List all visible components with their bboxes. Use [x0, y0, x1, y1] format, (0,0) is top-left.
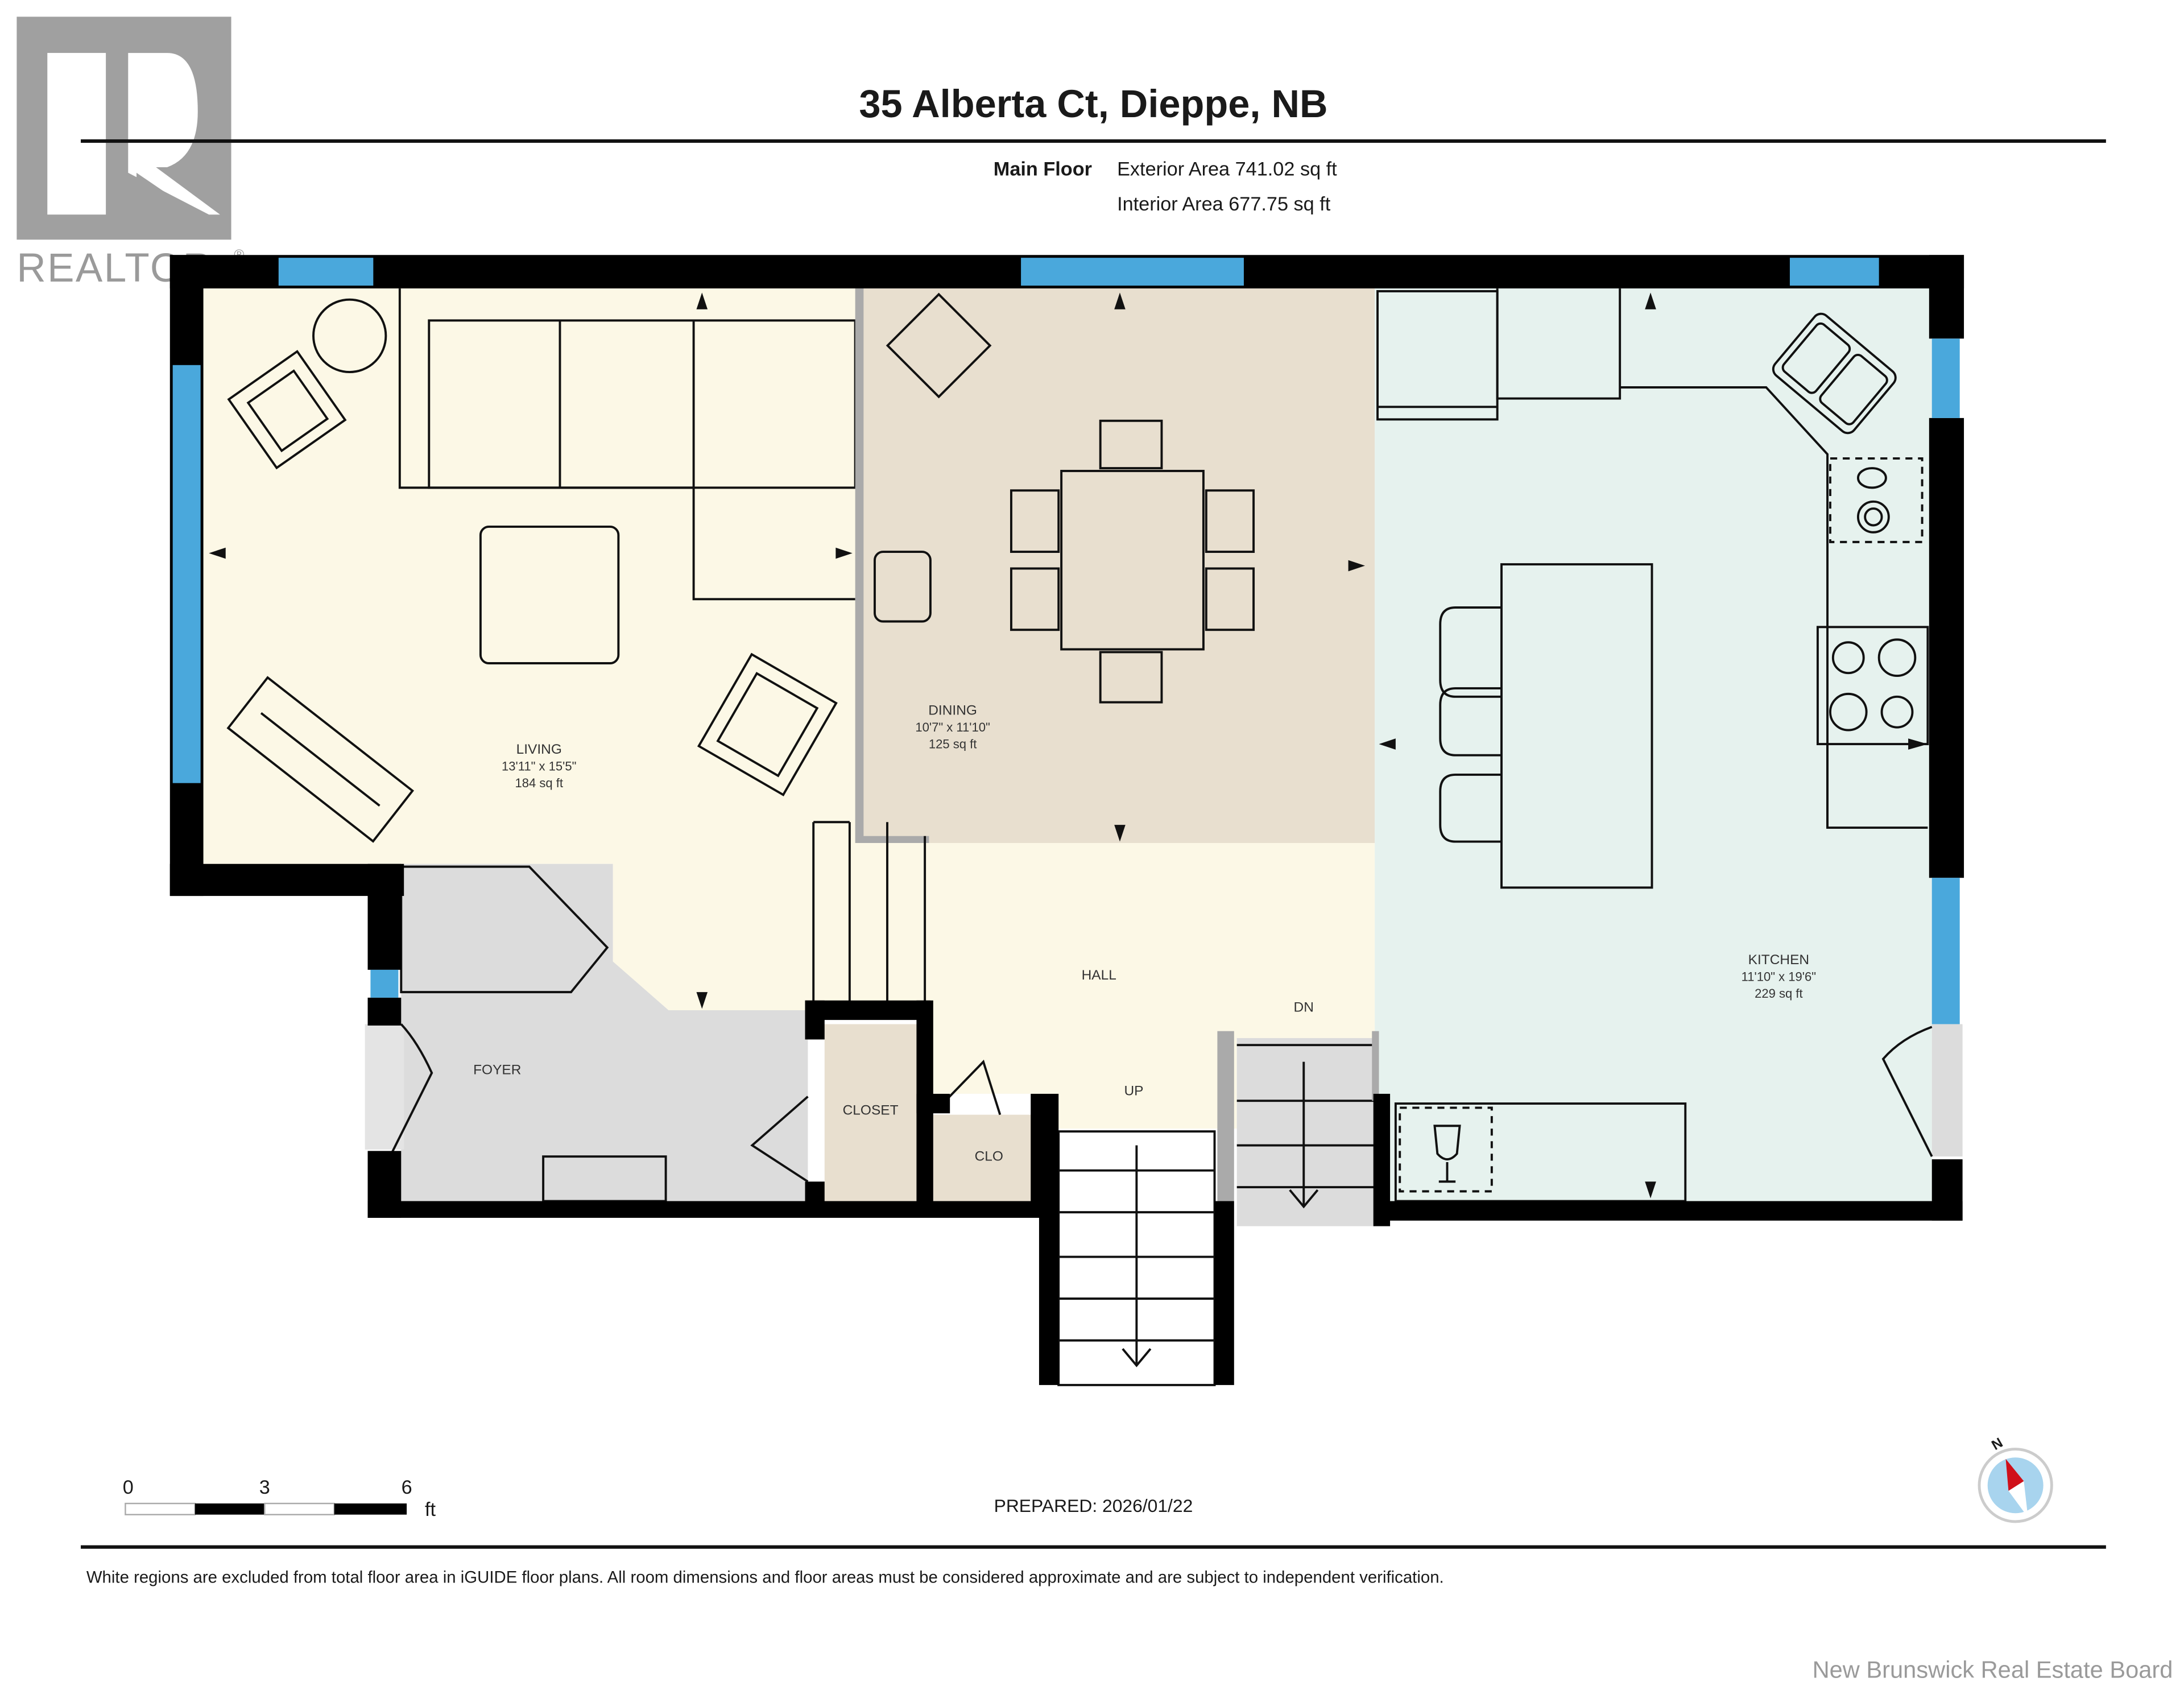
- prepared-date: PREPARED: 2026/01/22: [994, 1495, 1193, 1516]
- interior-area: Interior Area 677.75 sq ft: [1117, 193, 1331, 215]
- bench: [400, 865, 609, 994]
- wine-glass-icon: [1433, 1125, 1461, 1183]
- scale-bar: 0 3 6 ft: [123, 1477, 436, 1520]
- room-dining: [859, 288, 1375, 843]
- window: [1931, 878, 1960, 1024]
- exterior-area: Exterior Area 741.02 sq ft: [1117, 159, 1337, 180]
- clo-door-swing: [935, 1059, 1002, 1115]
- dining-dims: 10'7" x 11'10": [915, 720, 990, 734]
- kitchen-dims: 11'10" x 19'6": [1742, 970, 1816, 984]
- room-clo: [933, 1114, 1045, 1201]
- closet-label: CLOSET: [843, 1103, 899, 1118]
- window: [172, 365, 201, 783]
- window: [1931, 338, 1960, 418]
- room-foyer: [401, 863, 808, 1201]
- room-hall: [859, 843, 1375, 1129]
- kitchen-island: [1500, 563, 1653, 889]
- disclaimer: White regions are excluded from total fl…: [86, 1568, 1444, 1587]
- dining-area: 125 sq ft: [929, 737, 977, 751]
- entry-door-swing: [388, 1023, 433, 1158]
- view-markers: [209, 292, 1928, 1199]
- foyer-label: FOYER: [473, 1063, 521, 1078]
- svg-text:ft: ft: [425, 1499, 436, 1520]
- header-divider: [81, 139, 2106, 143]
- living-label: LIVING: [516, 742, 562, 757]
- compass-icon: N: [1978, 1435, 2053, 1523]
- living-dims: 13'11" x 15'5": [502, 759, 576, 774]
- room-living: [203, 288, 860, 1010]
- svg-text:6: 6: [402, 1477, 412, 1498]
- footer-divider: [81, 1545, 2106, 1549]
- sideboard: [1394, 1102, 1687, 1202]
- living-area: 184 sq ft: [515, 776, 564, 790]
- window: [1789, 258, 1879, 286]
- clo-label: CLO: [975, 1149, 1003, 1164]
- hall-label: HALL: [1082, 968, 1116, 983]
- foyer-details: [388, 821, 1002, 1202]
- kitchen-area: 229 sq ft: [1755, 986, 1803, 1001]
- realtor-logo: REALTOR ®: [16, 16, 244, 291]
- stairs-up-label: UP: [1124, 1083, 1143, 1098]
- dining-furniture: [855, 288, 1255, 843]
- stairs-down-label: DN: [1294, 999, 1314, 1015]
- ottoman: [479, 525, 620, 664]
- svg-text:0: 0: [123, 1477, 134, 1498]
- window: [370, 969, 399, 998]
- bar-stool: [1439, 606, 1502, 698]
- kitchen-label: KITCHEN: [1748, 952, 1809, 968]
- windows: [172, 258, 1960, 1024]
- wood-stove: [874, 551, 932, 623]
- dining-label: DINING: [928, 703, 977, 718]
- window: [1021, 258, 1244, 286]
- sink-icon: [1772, 312, 1897, 435]
- floor-name: Main Floor: [994, 159, 1092, 180]
- stove-icon: [1816, 626, 1929, 746]
- room-labels: LIVING 13'11" x 15'5" 184 sq ft DINING 1…: [473, 703, 1816, 1164]
- watermark: New Brunswick Real Estate Board: [1813, 1656, 2173, 1683]
- window: [278, 258, 374, 286]
- page-title: 35 Alberta Ct, Dieppe, NB: [859, 82, 1327, 126]
- closet-door: [750, 1096, 809, 1183]
- room-closet: [824, 1024, 920, 1201]
- kitchen-door-swing: [1881, 1026, 1933, 1158]
- stairs-up: [1057, 1130, 1216, 1386]
- armchair-2: [697, 652, 838, 796]
- stairs-down: [1217, 1031, 1379, 1209]
- side-table: [312, 298, 387, 373]
- dining-table: [1060, 470, 1205, 651]
- pantry: [1496, 288, 1622, 400]
- media-console: [226, 676, 415, 843]
- room-fills: [203, 288, 1963, 1226]
- armchair: [227, 350, 347, 470]
- stairs-down-area: [1236, 1038, 1375, 1226]
- foyer-bench: [542, 1155, 667, 1202]
- kitchen-furniture: [1376, 288, 1933, 1202]
- plant-stand: [886, 292, 992, 399]
- counter: [1620, 386, 1928, 829]
- svg-text:3: 3: [259, 1477, 270, 1498]
